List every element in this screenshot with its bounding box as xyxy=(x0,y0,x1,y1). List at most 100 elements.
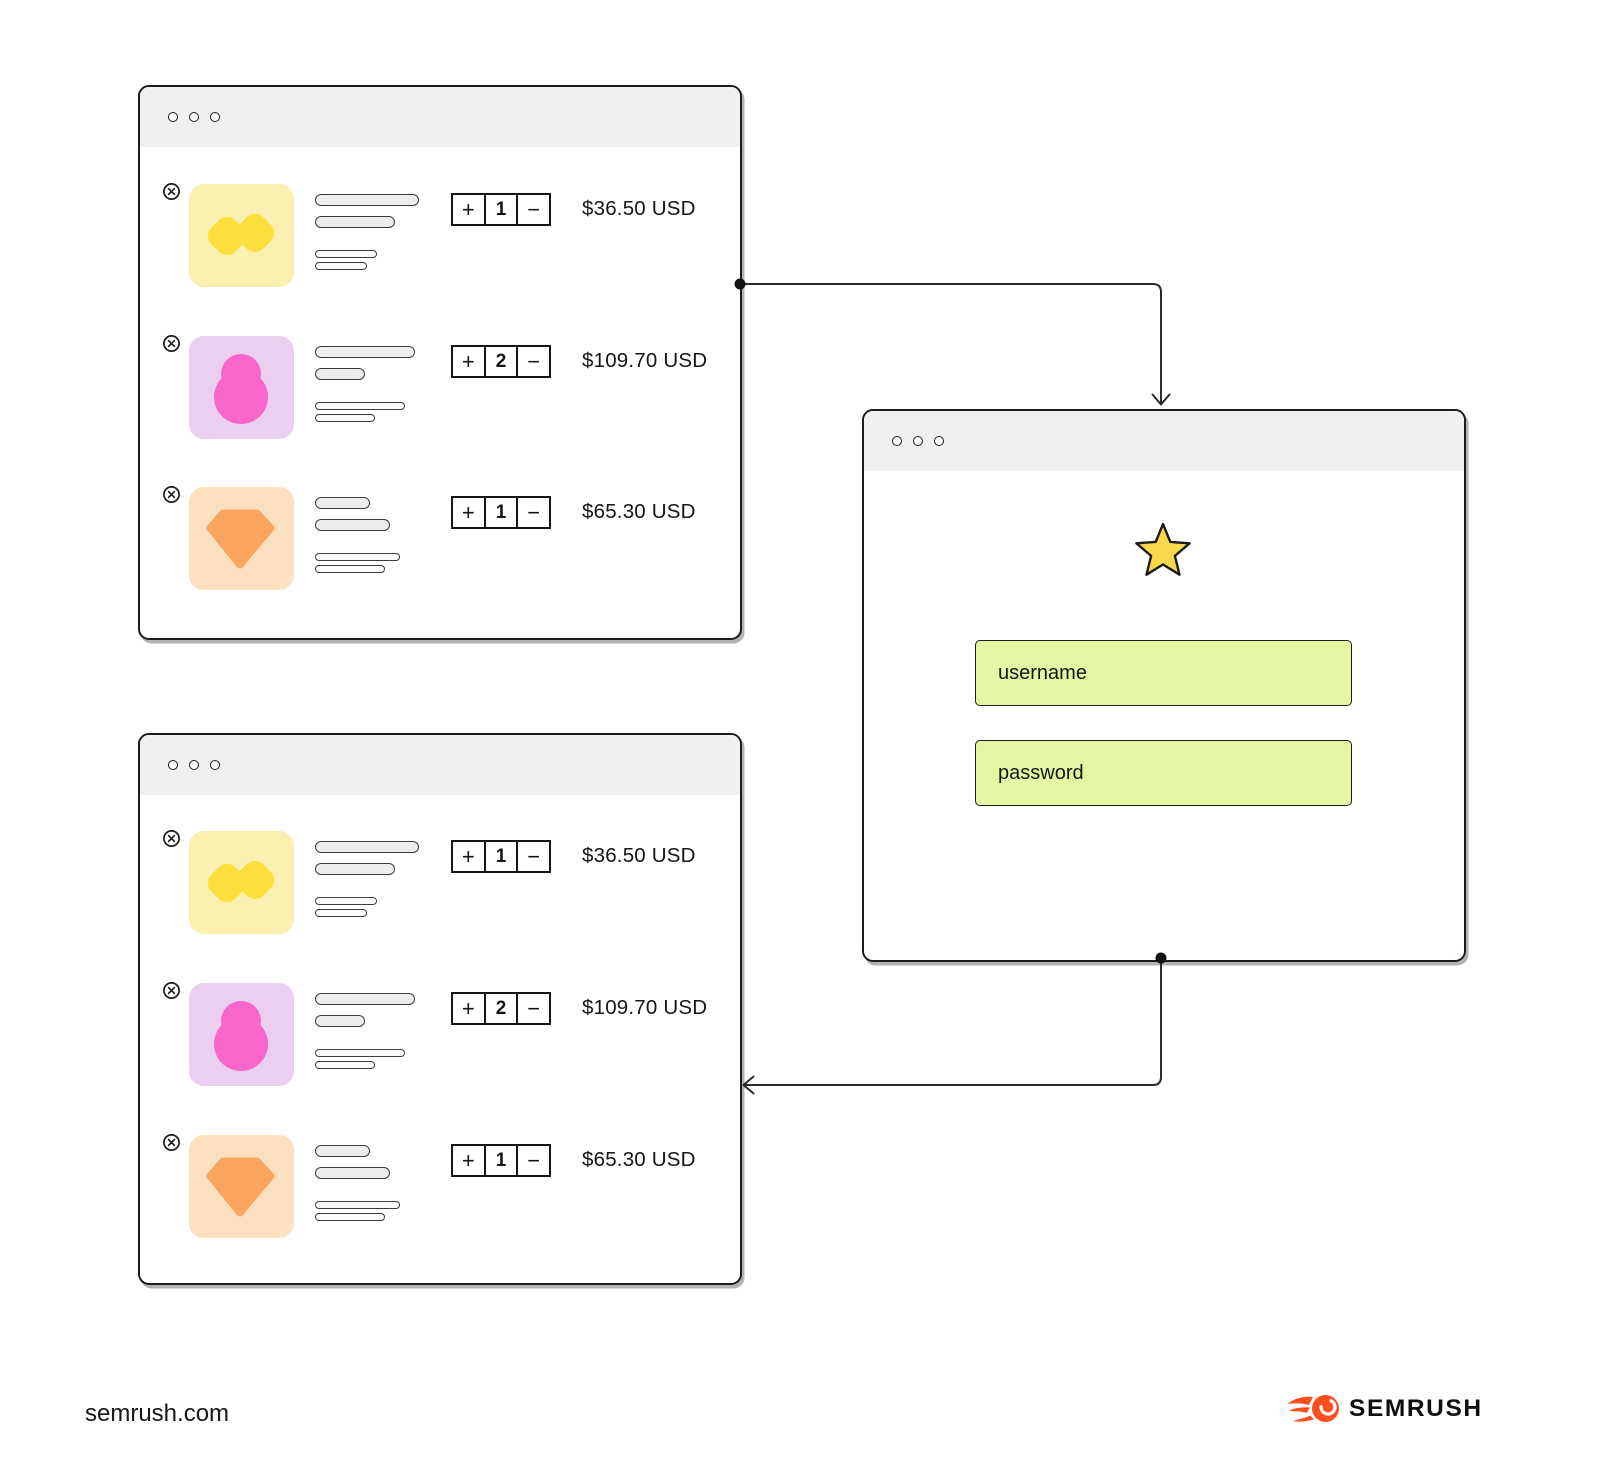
skeleton-text-line xyxy=(315,194,419,206)
product-image-tile xyxy=(189,487,294,590)
skeleton-text-line xyxy=(315,863,395,875)
password-field[interactable]: password xyxy=(975,740,1352,806)
increase-quantity-button[interactable]: + xyxy=(461,348,475,374)
quantity-stepper: + 2 − xyxy=(451,345,551,378)
skeleton-text-line xyxy=(315,497,370,509)
skeleton-text-line xyxy=(315,402,405,410)
increase-quantity-button[interactable]: + xyxy=(461,995,475,1021)
cart-item-row: + 1 − $65.30 USD xyxy=(140,485,740,590)
username-value: username xyxy=(998,661,1087,684)
item-price: $65.30 USD xyxy=(582,500,696,523)
cart-item-row: + 1 − $65.30 USD xyxy=(140,1133,740,1238)
window-control-dot xyxy=(892,436,902,446)
remove-item-icon[interactable] xyxy=(162,829,181,848)
quantity-stepper: + 1 − xyxy=(451,496,551,529)
item-price: $109.70 USD xyxy=(582,349,708,372)
product-image-tile xyxy=(189,831,294,934)
window-header xyxy=(864,411,1464,471)
window-control-dot xyxy=(168,112,178,122)
remove-item-icon[interactable] xyxy=(162,485,181,504)
quantity-stepper: + 1 − xyxy=(451,193,551,226)
remove-item-icon[interactable] xyxy=(162,182,181,201)
decrease-quantity-button[interactable]: − xyxy=(527,995,541,1021)
quantity-stepper: + 1 − xyxy=(451,840,551,873)
skeleton-text-line xyxy=(315,993,415,1005)
decrease-quantity-button[interactable]: − xyxy=(527,1147,541,1173)
window-control-dot xyxy=(913,436,923,446)
quantity-value: 1 xyxy=(483,498,519,527)
skeleton-text-line xyxy=(315,519,390,531)
skeleton-text-line xyxy=(315,346,415,358)
decrease-quantity-button[interactable]: − xyxy=(527,843,541,869)
product-image-tile xyxy=(189,1135,294,1238)
increase-quantity-button[interactable]: + xyxy=(461,196,475,222)
item-price: $36.50 USD xyxy=(582,197,696,220)
item-price: $109.70 USD xyxy=(582,996,708,1019)
skeleton-text-line xyxy=(315,1213,385,1221)
window-control-dot xyxy=(210,760,220,770)
cart-item-row: + 2 − $109.70 USD xyxy=(140,334,740,439)
orange-gem-icon xyxy=(206,1157,275,1217)
remove-item-icon[interactable] xyxy=(162,981,181,1000)
quantity-value: 2 xyxy=(483,347,519,376)
cart-item-row: + 2 − $109.70 USD xyxy=(140,981,740,1086)
skeleton-text-line xyxy=(315,1201,400,1209)
item-price: $36.50 USD xyxy=(582,844,696,867)
decrease-quantity-button[interactable]: − xyxy=(527,196,541,222)
quantity-stepper: + 1 − xyxy=(451,1144,551,1177)
decrease-quantity-button[interactable]: − xyxy=(527,499,541,525)
window-control-dot xyxy=(168,760,178,770)
skeleton-text-line xyxy=(315,1015,365,1027)
pink-blob-icon xyxy=(214,1001,268,1071)
orange-gem-icon xyxy=(206,509,275,569)
increase-quantity-button[interactable]: + xyxy=(461,499,475,525)
product-image-tile xyxy=(189,983,294,1086)
cart-window-top: + 1 − $36.50 USD + 2 − $109.70 USD xyxy=(138,85,742,640)
star-icon xyxy=(1135,522,1191,576)
quantity-stepper: + 2 − xyxy=(451,992,551,1025)
pink-blob-icon xyxy=(214,354,268,424)
yellow-blob-icon xyxy=(207,860,275,903)
window-control-dot xyxy=(189,112,199,122)
skeleton-text-line xyxy=(315,250,377,258)
skeleton-text-line xyxy=(315,1145,370,1157)
quantity-value: 1 xyxy=(483,1146,519,1175)
product-image-tile xyxy=(189,184,294,287)
skeleton-text-line xyxy=(315,1049,405,1057)
username-field[interactable]: username xyxy=(975,640,1352,706)
decrease-quantity-button[interactable]: − xyxy=(527,348,541,374)
skeleton-text-line xyxy=(315,565,385,573)
skeleton-text-line xyxy=(315,1167,390,1179)
remove-item-icon[interactable] xyxy=(162,1133,181,1152)
quantity-value: 2 xyxy=(483,994,519,1023)
arrowhead-left-icon xyxy=(742,1075,755,1095)
skeleton-text-line xyxy=(315,553,400,561)
skeleton-text-line xyxy=(315,368,365,380)
window-control-dot xyxy=(210,112,220,122)
cart-window-bottom: + 1 − $36.50 USD + 2 − $109.70 USD xyxy=(138,733,742,1285)
connector-login-to-cart xyxy=(744,958,1162,1086)
remove-item-icon[interactable] xyxy=(162,334,181,353)
login-window: username password xyxy=(862,409,1466,962)
skeleton-text-line xyxy=(315,414,375,422)
quantity-value: 1 xyxy=(483,195,519,224)
yellow-blob-icon xyxy=(207,213,275,256)
quantity-value: 1 xyxy=(483,842,519,871)
product-image-tile xyxy=(189,336,294,439)
window-control-dot xyxy=(189,760,199,770)
increase-quantity-button[interactable]: + xyxy=(461,843,475,869)
increase-quantity-button[interactable]: + xyxy=(461,1147,475,1173)
arrowhead-down-icon xyxy=(1151,393,1171,406)
skeleton-text-line xyxy=(315,909,367,917)
cart-item-row: + 1 − $36.50 USD xyxy=(140,182,740,287)
skeleton-text-line xyxy=(315,1061,375,1069)
connector-cart-to-login xyxy=(740,283,1162,403)
skeleton-text-line xyxy=(315,897,377,905)
window-header xyxy=(140,735,740,795)
semrush-logo: SEMRUSH xyxy=(1286,1394,1483,1423)
skeleton-text-line xyxy=(315,262,367,270)
item-price: $65.30 USD xyxy=(582,1148,696,1171)
semrush-flame-icon xyxy=(1287,1395,1339,1422)
footer-site-url: semrush.com xyxy=(85,1400,230,1427)
window-header xyxy=(140,87,740,147)
